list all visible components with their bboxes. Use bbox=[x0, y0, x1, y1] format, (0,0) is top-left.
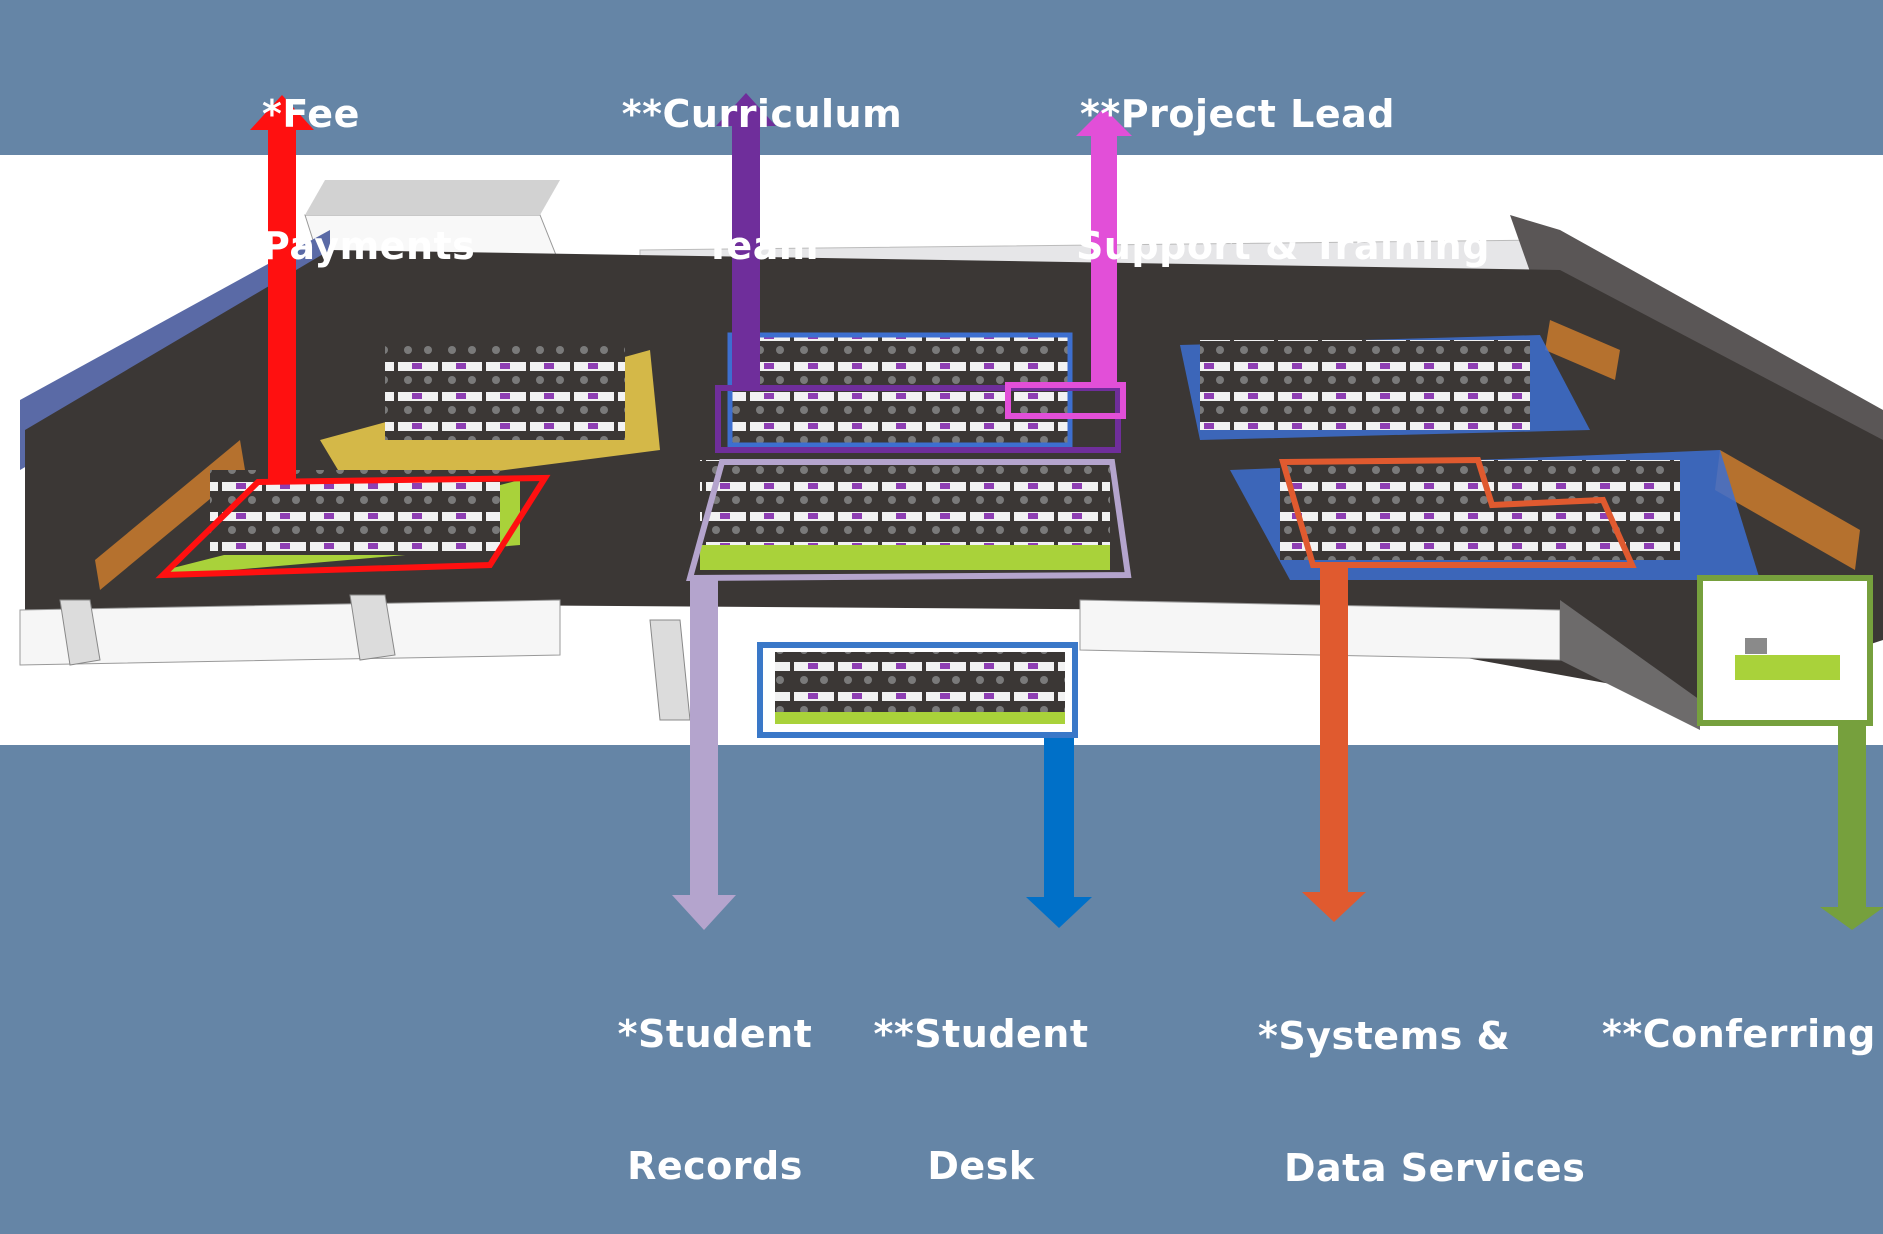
project-lead-label: **Project Lead Support & Training bbox=[1076, 4, 1490, 312]
fee-payments-label: *Fee Payments bbox=[262, 4, 475, 312]
fee-payments-arrow bbox=[250, 95, 314, 480]
project-lead-arrow bbox=[1076, 108, 1132, 385]
student-records-arrow bbox=[672, 578, 736, 930]
front-partitions bbox=[19, 594, 1700, 730]
conferring-line1: **Conferring bbox=[1602, 1012, 1876, 1056]
office-floor-plan-diagram bbox=[0, 93, 1883, 930]
fee-payments-line2: Payments bbox=[262, 224, 476, 268]
student-records-outline bbox=[686, 459, 1132, 582]
conferring-arrow bbox=[1820, 723, 1883, 930]
student-records-line1: *Student bbox=[617, 1012, 813, 1056]
project-lead-line1: **Project Lead bbox=[1080, 92, 1395, 136]
student-desk-line2: Desk bbox=[927, 1144, 1035, 1188]
student-desk-label: **Student Desk bbox=[866, 924, 1096, 1232]
systems-data-arrow bbox=[1302, 565, 1366, 922]
curriculum-team-line2: Team bbox=[705, 224, 819, 268]
conferring-area bbox=[1700, 578, 1870, 723]
student-desk-arrow bbox=[1026, 738, 1092, 928]
systems-data-label: *Systems & Data Services bbox=[1258, 926, 1585, 1234]
project-lead-outline bbox=[1005, 382, 1126, 419]
student-records-label: *Student Records bbox=[600, 924, 830, 1232]
bookshelves bbox=[95, 320, 1860, 590]
project-lead-line2: Support & Training bbox=[1076, 224, 1490, 268]
fee-payments-outline bbox=[155, 474, 551, 579]
systems-data-line1: *Systems & bbox=[1258, 1014, 1511, 1058]
student-records-line2: Records bbox=[627, 1144, 803, 1188]
systems-data-outline bbox=[1279, 456, 1637, 568]
curriculum-team-arrow bbox=[716, 93, 776, 390]
fee-payments-line1: *Fee bbox=[262, 92, 360, 136]
systems-data-line2: Data Services bbox=[1284, 1146, 1586, 1190]
curriculum-team-label: **Curriculum Team bbox=[612, 4, 912, 312]
conferring-outline bbox=[1697, 575, 1873, 726]
student-desk-line1: **Student bbox=[873, 1012, 1089, 1056]
curriculum-team-line1: **Curriculum bbox=[621, 92, 903, 136]
student-desk-inset bbox=[757, 642, 1078, 738]
conferring-label: **Conferring bbox=[1602, 924, 1876, 1100]
